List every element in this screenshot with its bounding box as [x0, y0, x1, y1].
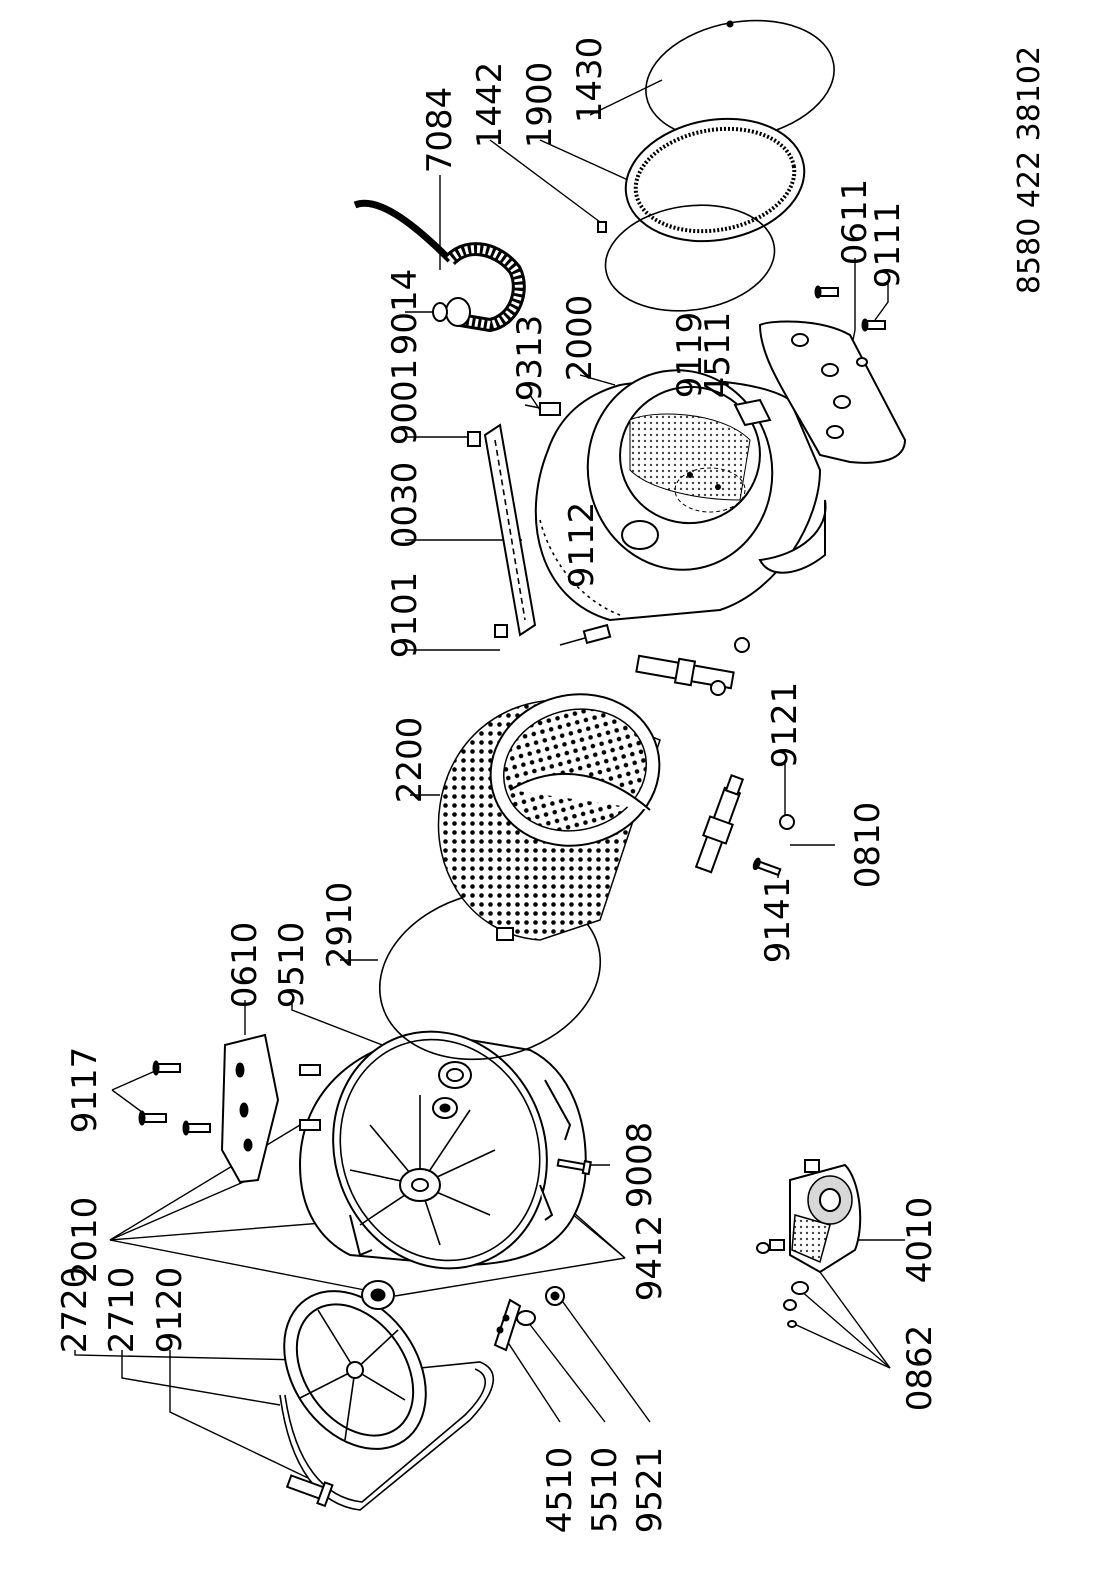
leader-5510 — [527, 1321, 606, 1423]
label-4010: 4010 — [900, 1196, 940, 1284]
pulley-hub — [346, 1361, 364, 1379]
leader-9111 — [874, 280, 889, 321]
seal-1442 — [604, 204, 776, 312]
label-0030: 0030 — [385, 461, 425, 549]
leader-2010-a — [109, 1124, 301, 1241]
label-9313: 9313 — [510, 314, 550, 402]
label-9112: 9112 — [562, 501, 602, 589]
label-0862: 0862 — [900, 1324, 940, 1412]
screw-9117-a — [152, 1060, 181, 1076]
leader-0862-c — [791, 1322, 891, 1369]
spring-lower — [582, 623, 612, 645]
label-9141: 9141 — [758, 876, 798, 964]
label-9121: 9121 — [765, 681, 805, 769]
label-9412: 9412 — [630, 1214, 670, 1302]
nut-9121 — [779, 814, 795, 830]
leader-2720 — [74, 1350, 306, 1361]
leader-9521 — [559, 1297, 651, 1423]
screw-9111 — [861, 318, 886, 332]
label-9008: 9008 — [620, 1121, 660, 1209]
pulley-bolt — [285, 1474, 334, 1508]
leader-4510 — [504, 1337, 561, 1423]
label-4511: 4511 — [698, 311, 738, 399]
damper-front — [635, 654, 735, 690]
label-9120: 9120 — [150, 1266, 190, 1354]
label-9510: 9510 — [272, 921, 312, 1009]
label-5510: 5510 — [585, 1446, 625, 1534]
label-9117: 9117 — [65, 1046, 105, 1134]
nut-9101 — [494, 624, 508, 638]
leader-9120 — [169, 1350, 309, 1479]
ring-1900 — [624, 117, 806, 243]
leader-0862-a — [819, 1271, 891, 1369]
label-0810: 0810 — [848, 801, 888, 889]
label-0610: 0610 — [225, 921, 265, 1009]
leader-1442 — [489, 139, 601, 223]
clamp-9014 — [432, 302, 448, 322]
bolt-9008 — [556, 1158, 592, 1176]
hose-7084 — [353, 199, 526, 333]
weight-bar-0030 — [467, 423, 537, 638]
motor-4010 — [756, 1159, 862, 1328]
leader-2010-b — [109, 1179, 249, 1241]
leader-1430 — [589, 79, 663, 116]
front-tub-2000 — [534, 369, 827, 622]
springs — [524, 402, 612, 646]
label-2000: 2000 — [560, 294, 600, 382]
label-1430: 1430 — [570, 36, 610, 124]
label-0611: 0611 — [835, 178, 875, 266]
label-4510: 4510 — [540, 1446, 580, 1534]
label-2910: 2910 — [320, 881, 360, 969]
leader-0862-b — [799, 1289, 891, 1369]
clip-9001 — [467, 431, 481, 447]
label-2710: 2710 — [102, 1266, 142, 1354]
label-1900: 1900 — [520, 61, 560, 149]
leader-2000 — [579, 374, 616, 386]
label-9001: 9001 — [385, 358, 425, 446]
part-4510 — [493, 1298, 522, 1352]
tub-port — [621, 520, 659, 550]
screw-9117-c — [182, 1120, 211, 1136]
small-parts-bottom — [493, 1286, 565, 1352]
label-9521: 9521 — [630, 1446, 670, 1534]
clamp-9112 — [539, 519, 621, 616]
pulley-spokes — [299, 1309, 406, 1441]
drum-2200 — [437, 693, 661, 941]
leader-2010-c — [109, 1221, 336, 1241]
label-1442: 1442 — [470, 61, 510, 149]
label-2010: 2010 — [65, 1196, 105, 1284]
leader-2010-d — [109, 1239, 376, 1293]
bracket-0610 — [138, 1033, 280, 1184]
part-5510 — [516, 1310, 536, 1326]
tub-bracket-b — [299, 1119, 321, 1131]
leader-9412-a — [394, 1257, 626, 1297]
leader-1900 — [539, 139, 629, 181]
rear-tub-2010 — [298, 1030, 592, 1310]
drive-belt — [279, 1361, 494, 1511]
leader-2710 — [121, 1350, 281, 1406]
screw-0611 — [814, 285, 839, 299]
door-assembly — [597, 19, 835, 312]
counterweight-0611 — [758, 285, 907, 464]
damper-0810 — [694, 774, 745, 874]
spring-9313 — [539, 402, 561, 416]
drum-shaft — [496, 927, 514, 941]
tub-bracket-a — [299, 1064, 321, 1076]
label-9111: 9111 — [868, 201, 908, 289]
pulley-assembly — [279, 1290, 494, 1511]
drive-belt-inner — [284, 1368, 487, 1503]
screw-9117-b — [138, 1110, 167, 1126]
label-7084: 7084 — [420, 86, 460, 174]
document-number: 8580 422 38102 — [1012, 45, 1047, 295]
bolt-9141 — [752, 857, 782, 877]
label-2200: 2200 — [390, 716, 430, 804]
label-9014: 9014 — [385, 268, 425, 356]
label-9101: 9101 — [385, 571, 425, 659]
